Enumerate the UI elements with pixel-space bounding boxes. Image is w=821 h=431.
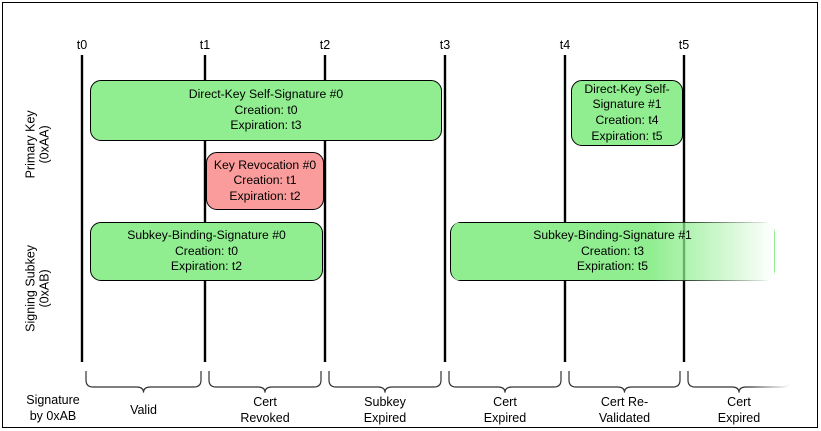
status-brace-subkey-expired	[328, 371, 442, 393]
signature-box-bottom-edge	[451, 279, 774, 281]
row-label-line-2: (0xAB)	[38, 269, 52, 308]
status-caption-line-2: Expired	[717, 411, 761, 426]
signature-expiration: Expiration: t5	[576, 259, 649, 274]
signature-title: Subkey-Binding-Signature #0	[127, 228, 286, 243]
status-brace-cert-revalidated	[568, 371, 681, 393]
signature-creation: Creation: t0	[174, 243, 238, 258]
signature-title: Direct-Key Self-Signature #0	[188, 87, 344, 102]
signature-expiration: Expiration: t2	[170, 259, 243, 274]
status-brace-cert-revoked	[208, 371, 322, 393]
status-caption-line-2: Revoked	[240, 411, 290, 426]
signature-by-label: Signature by 0xAB	[14, 392, 92, 425]
status-caption-line-1: Cert Re-	[600, 395, 649, 409]
signature-title: Subkey-Binding-Signature #1	[533, 228, 692, 243]
status-caption-line-2: Validated	[598, 411, 651, 426]
status-caption-line-2: Expired	[363, 411, 407, 426]
status-brace-cert-expired-2	[687, 371, 791, 393]
signature-by-label-line-2: by 0xAB	[29, 409, 77, 424]
signature-creation: Creation: t4	[595, 113, 659, 127]
row-label-line-1: Signing Subkey	[23, 244, 38, 332]
signature-title-line-2: Signature #1	[592, 97, 662, 112]
tick-label-t0: t0	[76, 38, 88, 52]
signature-creation: Creation: t3	[580, 243, 644, 258]
status-caption-line-1: Subkey	[364, 395, 406, 409]
status-caption-cert-revalidated: Cert Re- Validated	[599, 394, 650, 427]
tick-label-t3: t3	[439, 38, 451, 52]
status-brace-cert-expired-1	[448, 371, 562, 393]
status-brace-valid	[85, 371, 202, 393]
tick-label-t5: t5	[678, 38, 690, 52]
row-label-primary-key: Primary Key(0xAA)	[24, 94, 53, 194]
row-label-line-2: (0xAA)	[38, 125, 52, 164]
tick-label-t1: t1	[199, 38, 211, 52]
signature-creation: Creation: t1	[233, 173, 297, 188]
status-caption-line-2: Expired	[483, 411, 527, 426]
signature-title: Direct-Key Self-	[584, 81, 670, 96]
status-caption-valid: Valid	[130, 402, 157, 418]
signature-by-label-line-1: Signature	[26, 393, 80, 407]
signature-expiration: Expiration: t2	[229, 188, 301, 203]
signature-expiration: Expiration: t5	[591, 128, 663, 143]
status-caption-line-1: Valid	[130, 403, 157, 417]
tick-label-t2: t2	[319, 38, 331, 52]
status-caption-line-1: Cert	[253, 395, 277, 409]
row-label-line-1: Primary Key	[23, 110, 38, 179]
tick-label-t4: t4	[559, 38, 571, 52]
status-caption-line-1: Cert	[727, 395, 751, 409]
row-label-signing-subkey: Signing Subkey(0xAB)	[24, 238, 53, 338]
signature-box-top-edge	[451, 222, 774, 224]
signature-creation: Creation: t0	[234, 102, 298, 117]
signature-expiration: Expiration: t3	[230, 118, 302, 133]
signature-title: Key Revocation #0	[213, 157, 317, 172]
status-caption-line-1: Cert	[493, 395, 517, 409]
